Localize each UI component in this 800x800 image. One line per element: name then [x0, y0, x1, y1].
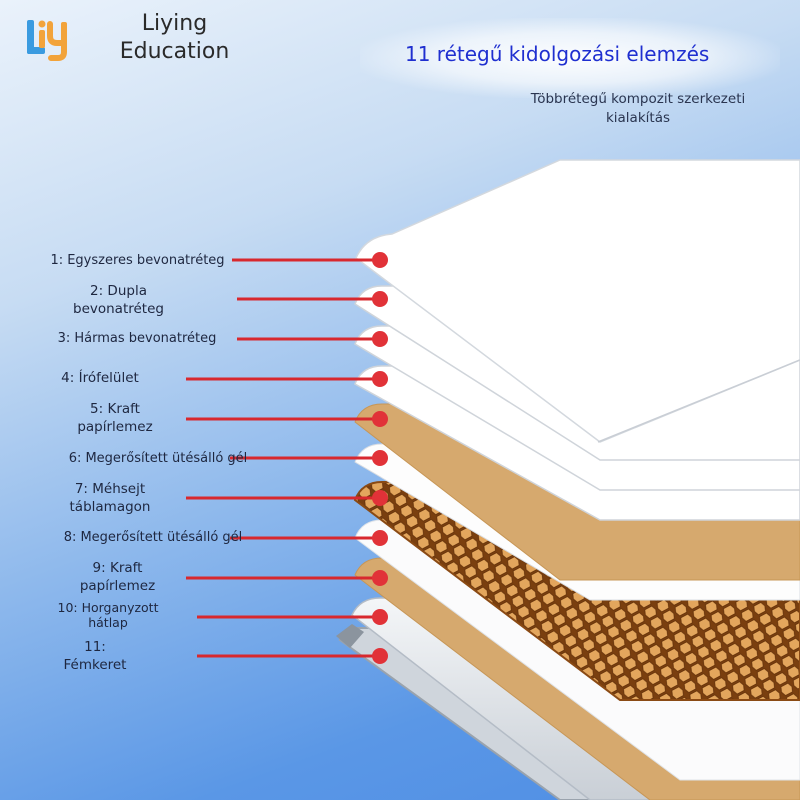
- pointer-dot-7: [372, 490, 388, 506]
- layer-label-7: 7: Méhsejt táblamagon: [55, 480, 165, 516]
- layer-label-11-line-1: 11:: [84, 639, 106, 655]
- layer-label-8-line-1: 8: Megerősített ütésálló gél: [63, 530, 243, 545]
- layer-label-4: 4: Írófelület: [60, 369, 140, 387]
- pointer-dot-9: [372, 570, 388, 586]
- pointer-group: [186, 252, 388, 664]
- layer-label-11-line-2: Fémkeret: [63, 657, 127, 673]
- title-glow: [360, 18, 780, 98]
- pointer-dot-1: [372, 252, 388, 268]
- layer-label-9-line-1: 9: Kraft: [92, 560, 143, 576]
- brand-name: Liying Education: [112, 10, 237, 66]
- pointer-dot-6: [372, 450, 388, 466]
- layer-label-2-line-2: bevonatréteg: [73, 301, 164, 317]
- layer-label-6: 6: Megerősített ütésálló gél: [58, 450, 258, 468]
- layer-label-11: 11: Fémkeret: [45, 638, 145, 674]
- page-title: 11 rétegű kidolgozási elemzés: [405, 42, 710, 66]
- layer-label-1: 1: Egyszeres bevonatréteg: [50, 252, 225, 270]
- layer-label-6-line-1: 6: Megerősített ütésálló gél: [68, 451, 248, 466]
- brand-line-2: Education: [119, 39, 230, 64]
- layer-label-10-line-2: hátlap: [88, 615, 128, 630]
- layer-label-5: 5: Kraft papírlemez: [60, 400, 170, 436]
- layer-label-7-line-1: 7: Méhsejt: [74, 481, 146, 497]
- layer-label-5-line-1: 5: Kraft: [90, 401, 140, 417]
- layer-label-7-line-2: táblamagon: [69, 499, 151, 515]
- pointer-dot-3: [372, 331, 388, 347]
- pointer-dot-5: [372, 411, 388, 427]
- layer-label-1-line-1: 1: Egyszeres bevonatréteg: [50, 253, 225, 268]
- layer-label-9: 9: Kraft papírlemez: [55, 559, 180, 595]
- subtitle-line-1: Többrétegű kompozit szerkezeti: [530, 91, 746, 107]
- layer-label-8: 8: Megerősített ütésálló gél: [58, 529, 248, 547]
- brand-line-1: Liying: [141, 11, 208, 36]
- layer-label-3: 3: Hármas bevonatréteg: [52, 330, 222, 348]
- liy-logo-icon: [27, 20, 67, 61]
- pointer-dot-4: [372, 371, 388, 387]
- layer-1-single-coating: [355, 159, 800, 443]
- pointer-dot-10: [372, 609, 388, 625]
- pointer-dot-11: [372, 648, 388, 664]
- layer-label-3-line-1: 3: Hármas bevonatréteg: [57, 331, 217, 346]
- layer-label-2-line-1: 2: Dupla: [90, 283, 147, 299]
- layer-label-2: 2: Dupla bevonatréteg: [66, 282, 171, 318]
- subtitle-line-2: kialakítás: [605, 110, 671, 126]
- layer-label-5-line-2: papírlemez: [77, 419, 153, 435]
- layer-label-4-line-1: 4: Írófelület: [61, 370, 139, 386]
- layer-label-10-line-1: 10: Horganyzott: [57, 600, 159, 615]
- page-subtitle: Többrétegű kompozit szerkezeti kialakítá…: [512, 90, 764, 128]
- pointer-dot-8: [372, 530, 388, 546]
- layer-label-9-line-2: papírlemez: [79, 578, 156, 594]
- pointer-dot-2: [372, 291, 388, 307]
